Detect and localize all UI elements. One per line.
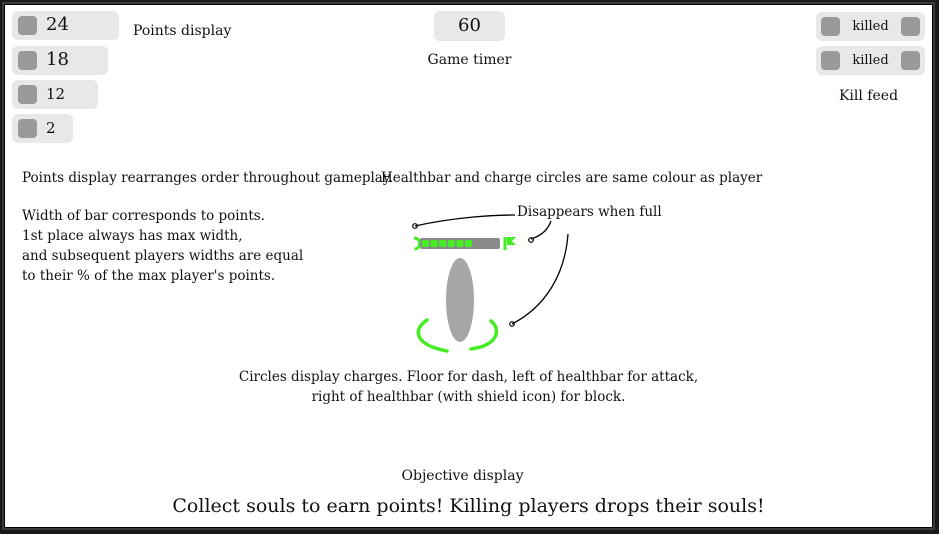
victim-color-icon	[901, 51, 920, 70]
points-value: 12	[46, 85, 66, 103]
points-value: 18	[46, 49, 69, 70]
health-segment	[465, 240, 472, 247]
points-value: 24	[46, 14, 69, 35]
charges-note: Circles display charges. Floor for dash,…	[5, 367, 932, 407]
health-segment	[439, 240, 447, 247]
callout-dot	[509, 321, 515, 327]
callout-dot	[528, 237, 534, 243]
objective-text: Collect souls to earn points! Killing pl…	[172, 495, 765, 517]
disappears-note: Disappears when full	[517, 204, 662, 220]
points-bar-1: 24	[12, 11, 119, 40]
points-note-line: to their % of the max player's points.	[22, 268, 276, 284]
dash-charge-floor-circle	[416, 318, 499, 353]
player-color-swatch	[18, 85, 37, 104]
kill-feed-entry: killed	[816, 12, 925, 41]
charges-note-line: right of healthbar (with shield icon) fo…	[311, 389, 626, 405]
attack-charge-circle	[413, 236, 422, 251]
health-segment	[430, 240, 438, 247]
points-value: 2	[46, 119, 56, 137]
game-hud: 24 18 12 2 Points display 60 Game timer …	[4, 4, 933, 528]
kill-feed-text: killed	[852, 53, 889, 68]
points-note-line: Width of bar corresponds to points.	[22, 208, 265, 224]
points-note: Points display rearranges order througho…	[22, 168, 393, 286]
points-bar-3: 12	[12, 80, 98, 109]
kill-feed-text: killed	[852, 19, 889, 34]
callout-dot	[412, 223, 418, 229]
player-sprite-diagram	[412, 214, 569, 353]
health-segment	[447, 240, 455, 247]
healthbar-segments	[422, 240, 472, 247]
player-color-swatch	[18, 119, 37, 138]
shield-icon	[507, 237, 516, 245]
healthbar-note: Healthbar and charge circles are same co…	[381, 170, 763, 186]
player-color-swatch	[18, 51, 37, 70]
victim-color-icon	[901, 17, 920, 36]
callout-line-floor	[511, 233, 569, 325]
points-bar-2: 18	[12, 46, 108, 75]
kill-feed-label: Kill feed	[838, 88, 899, 104]
health-segment	[422, 240, 429, 247]
points-note-line: Points display rearranges order througho…	[22, 170, 393, 186]
points-note-line: 1st place always has max width,	[22, 228, 243, 244]
killer-color-icon	[821, 17, 840, 36]
objective-label: Objective display	[401, 468, 524, 484]
player-body	[446, 258, 474, 342]
health-segment	[456, 240, 464, 247]
kill-feed-entry: killed	[816, 46, 925, 75]
game-timer: 60	[434, 11, 505, 41]
callout-line-healthbar	[414, 214, 516, 227]
killer-color-icon	[821, 51, 840, 70]
game-timer-label: Game timer	[427, 52, 512, 68]
points-note-line: and subsequent players widths are equal	[22, 248, 304, 264]
player-color-swatch	[18, 16, 37, 35]
callout-line-shield	[530, 220, 552, 240]
charges-note-line: Circles display charges. Floor for dash,…	[238, 369, 699, 385]
points-display-label: Points display	[133, 23, 232, 39]
points-bar-4: 2	[12, 114, 73, 143]
